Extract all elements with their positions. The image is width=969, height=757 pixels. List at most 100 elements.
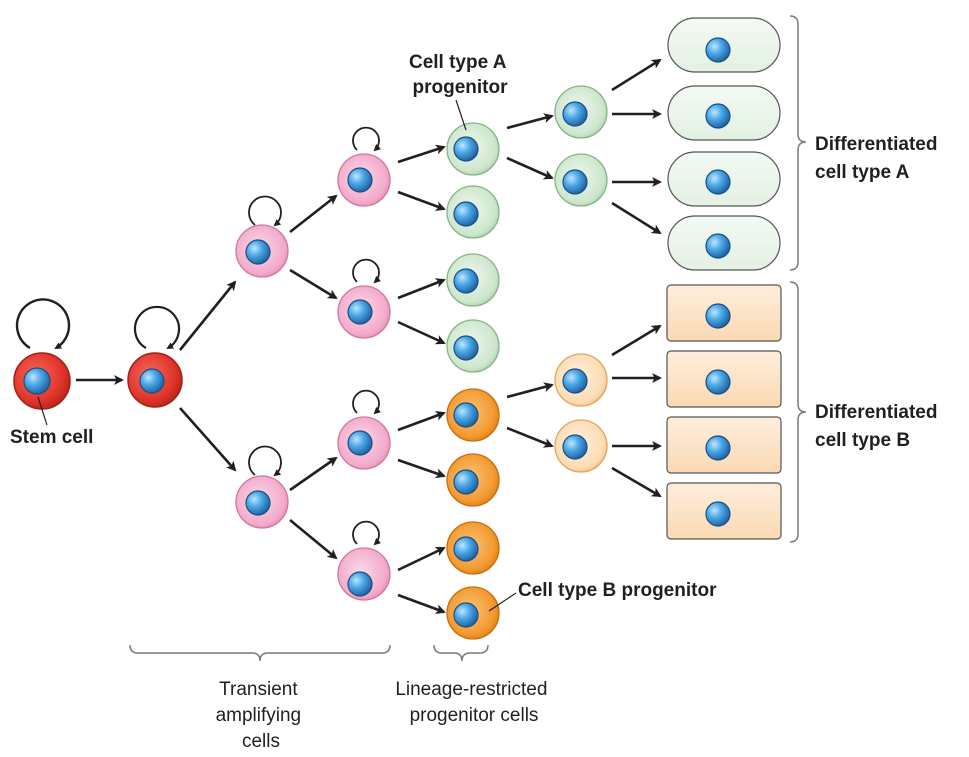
bracket-transient — [129, 644, 391, 662]
label-type-a-progenitor-line2: progenitor — [413, 77, 509, 98]
arrow — [611, 324, 662, 357]
label-lineage-line2: progenitor cells — [410, 705, 539, 726]
arrow — [289, 194, 338, 234]
arrow — [506, 113, 554, 130]
text-labels: Stem cell Cell type A progenitor Cell ty… — [10, 52, 943, 752]
nucleus — [347, 571, 373, 597]
nucleus — [453, 536, 479, 562]
self-renewal-loop — [248, 195, 282, 227]
stem-cell-group — [13, 352, 71, 410]
arrow — [178, 280, 237, 351]
transient-amplifying-cells — [235, 153, 391, 601]
differentiated-cell-b — [666, 482, 782, 540]
nucleus — [562, 101, 588, 127]
callout-line-a-progenitor — [455, 99, 467, 131]
pink-cell — [235, 224, 289, 278]
callout-line-stem — [37, 396, 48, 426]
green-intermediate-cell — [554, 153, 608, 207]
label-differentiated-a-line1: Differentiated — [815, 134, 937, 155]
arrow — [179, 407, 237, 472]
pink-cell — [337, 547, 391, 601]
nucleus — [705, 169, 731, 195]
green-progenitor-cell — [446, 253, 500, 307]
label-differentiated-a: Differentiated cell type A — [815, 134, 943, 183]
arrow — [506, 426, 554, 448]
self-renewal-loop — [352, 126, 382, 152]
nucleus — [347, 299, 373, 325]
bracket-differentiated-a — [789, 15, 807, 271]
nucleus — [453, 136, 479, 162]
pink-cell — [235, 475, 289, 529]
bracket-differentiated-b — [789, 281, 807, 543]
orange-progenitor-cell — [446, 586, 500, 640]
self-renewal-loop — [133, 305, 181, 350]
callout-line-b-progenitor — [488, 592, 517, 612]
nucleus — [347, 430, 373, 456]
arrow — [397, 278, 446, 300]
differentiated-cell-b — [666, 284, 782, 342]
brackets — [129, 15, 807, 662]
nucleus — [705, 369, 731, 395]
nucleus — [453, 602, 479, 628]
differentiated-cell-a — [667, 17, 781, 73]
pink-cell — [337, 153, 391, 207]
arrow — [289, 268, 338, 300]
self-renewal-loop — [15, 298, 71, 350]
label-differentiated-b-line1: Differentiated — [815, 402, 937, 423]
self-renewal-loop — [352, 389, 382, 415]
green-progenitor-cell — [446, 319, 500, 373]
arrow — [397, 593, 446, 614]
pink-cell — [337, 416, 391, 470]
self-renewal-loop — [352, 520, 382, 546]
nucleus — [245, 239, 271, 265]
label-stem-cell: Stem cell — [10, 427, 93, 448]
label-lineage-restricted: Lineage-restricted progenitor cells — [395, 679, 552, 726]
nucleus — [453, 268, 479, 294]
arrow — [397, 546, 446, 572]
arrows — [76, 58, 662, 614]
bracket-lineage — [433, 644, 489, 662]
arrow — [611, 201, 662, 235]
arrow — [506, 382, 554, 399]
label-transient-line1: Transient — [219, 679, 298, 700]
label-lineage-line1: Lineage-restricted — [395, 679, 547, 700]
self-renewal-loops — [15, 126, 382, 546]
arrow — [397, 411, 446, 432]
nucleus — [705, 303, 731, 329]
nucleus — [562, 368, 588, 394]
nucleus — [453, 402, 479, 428]
callout-lines — [37, 99, 517, 612]
label-type-a-progenitor: Cell type A progenitor — [409, 52, 511, 98]
orange-intermediate-cell — [554, 353, 608, 407]
differentiated-cells-a — [667, 17, 781, 271]
nucleus — [705, 435, 731, 461]
nucleus — [705, 103, 731, 129]
orange-progenitor-cell — [446, 521, 500, 575]
nucleus — [245, 490, 271, 516]
nucleus — [453, 469, 479, 495]
differentiated-cell-a — [667, 215, 781, 271]
arrow — [506, 156, 554, 180]
arrow — [397, 458, 446, 479]
differentiated-cell-a — [667, 151, 781, 207]
label-differentiated-b: Differentiated cell type B — [815, 402, 943, 451]
self-renewal-loop — [248, 445, 282, 477]
nucleus — [705, 37, 731, 63]
green-progenitor-cell — [446, 122, 500, 176]
transient-root-cell-group — [127, 352, 183, 408]
differentiated-cell-a — [667, 85, 781, 141]
orange-progenitor-cell — [446, 388, 500, 442]
self-renewal-loop — [352, 258, 382, 284]
label-transient-amplifying: Transient amplifying cells — [216, 679, 307, 752]
intermediate-cells — [554, 85, 608, 473]
label-type-a-progenitor-line1: Cell type A — [409, 52, 507, 73]
green-intermediate-cell — [554, 85, 608, 139]
label-differentiated-a-line2: cell type A — [815, 162, 910, 183]
nucleus — [562, 434, 588, 460]
pink-cell — [337, 285, 391, 339]
arrow — [397, 144, 446, 164]
label-differentiated-b-line2: cell type B — [815, 430, 910, 451]
arrow — [611, 58, 662, 92]
nucleus — [23, 367, 51, 395]
differentiated-cell-b — [666, 416, 782, 474]
